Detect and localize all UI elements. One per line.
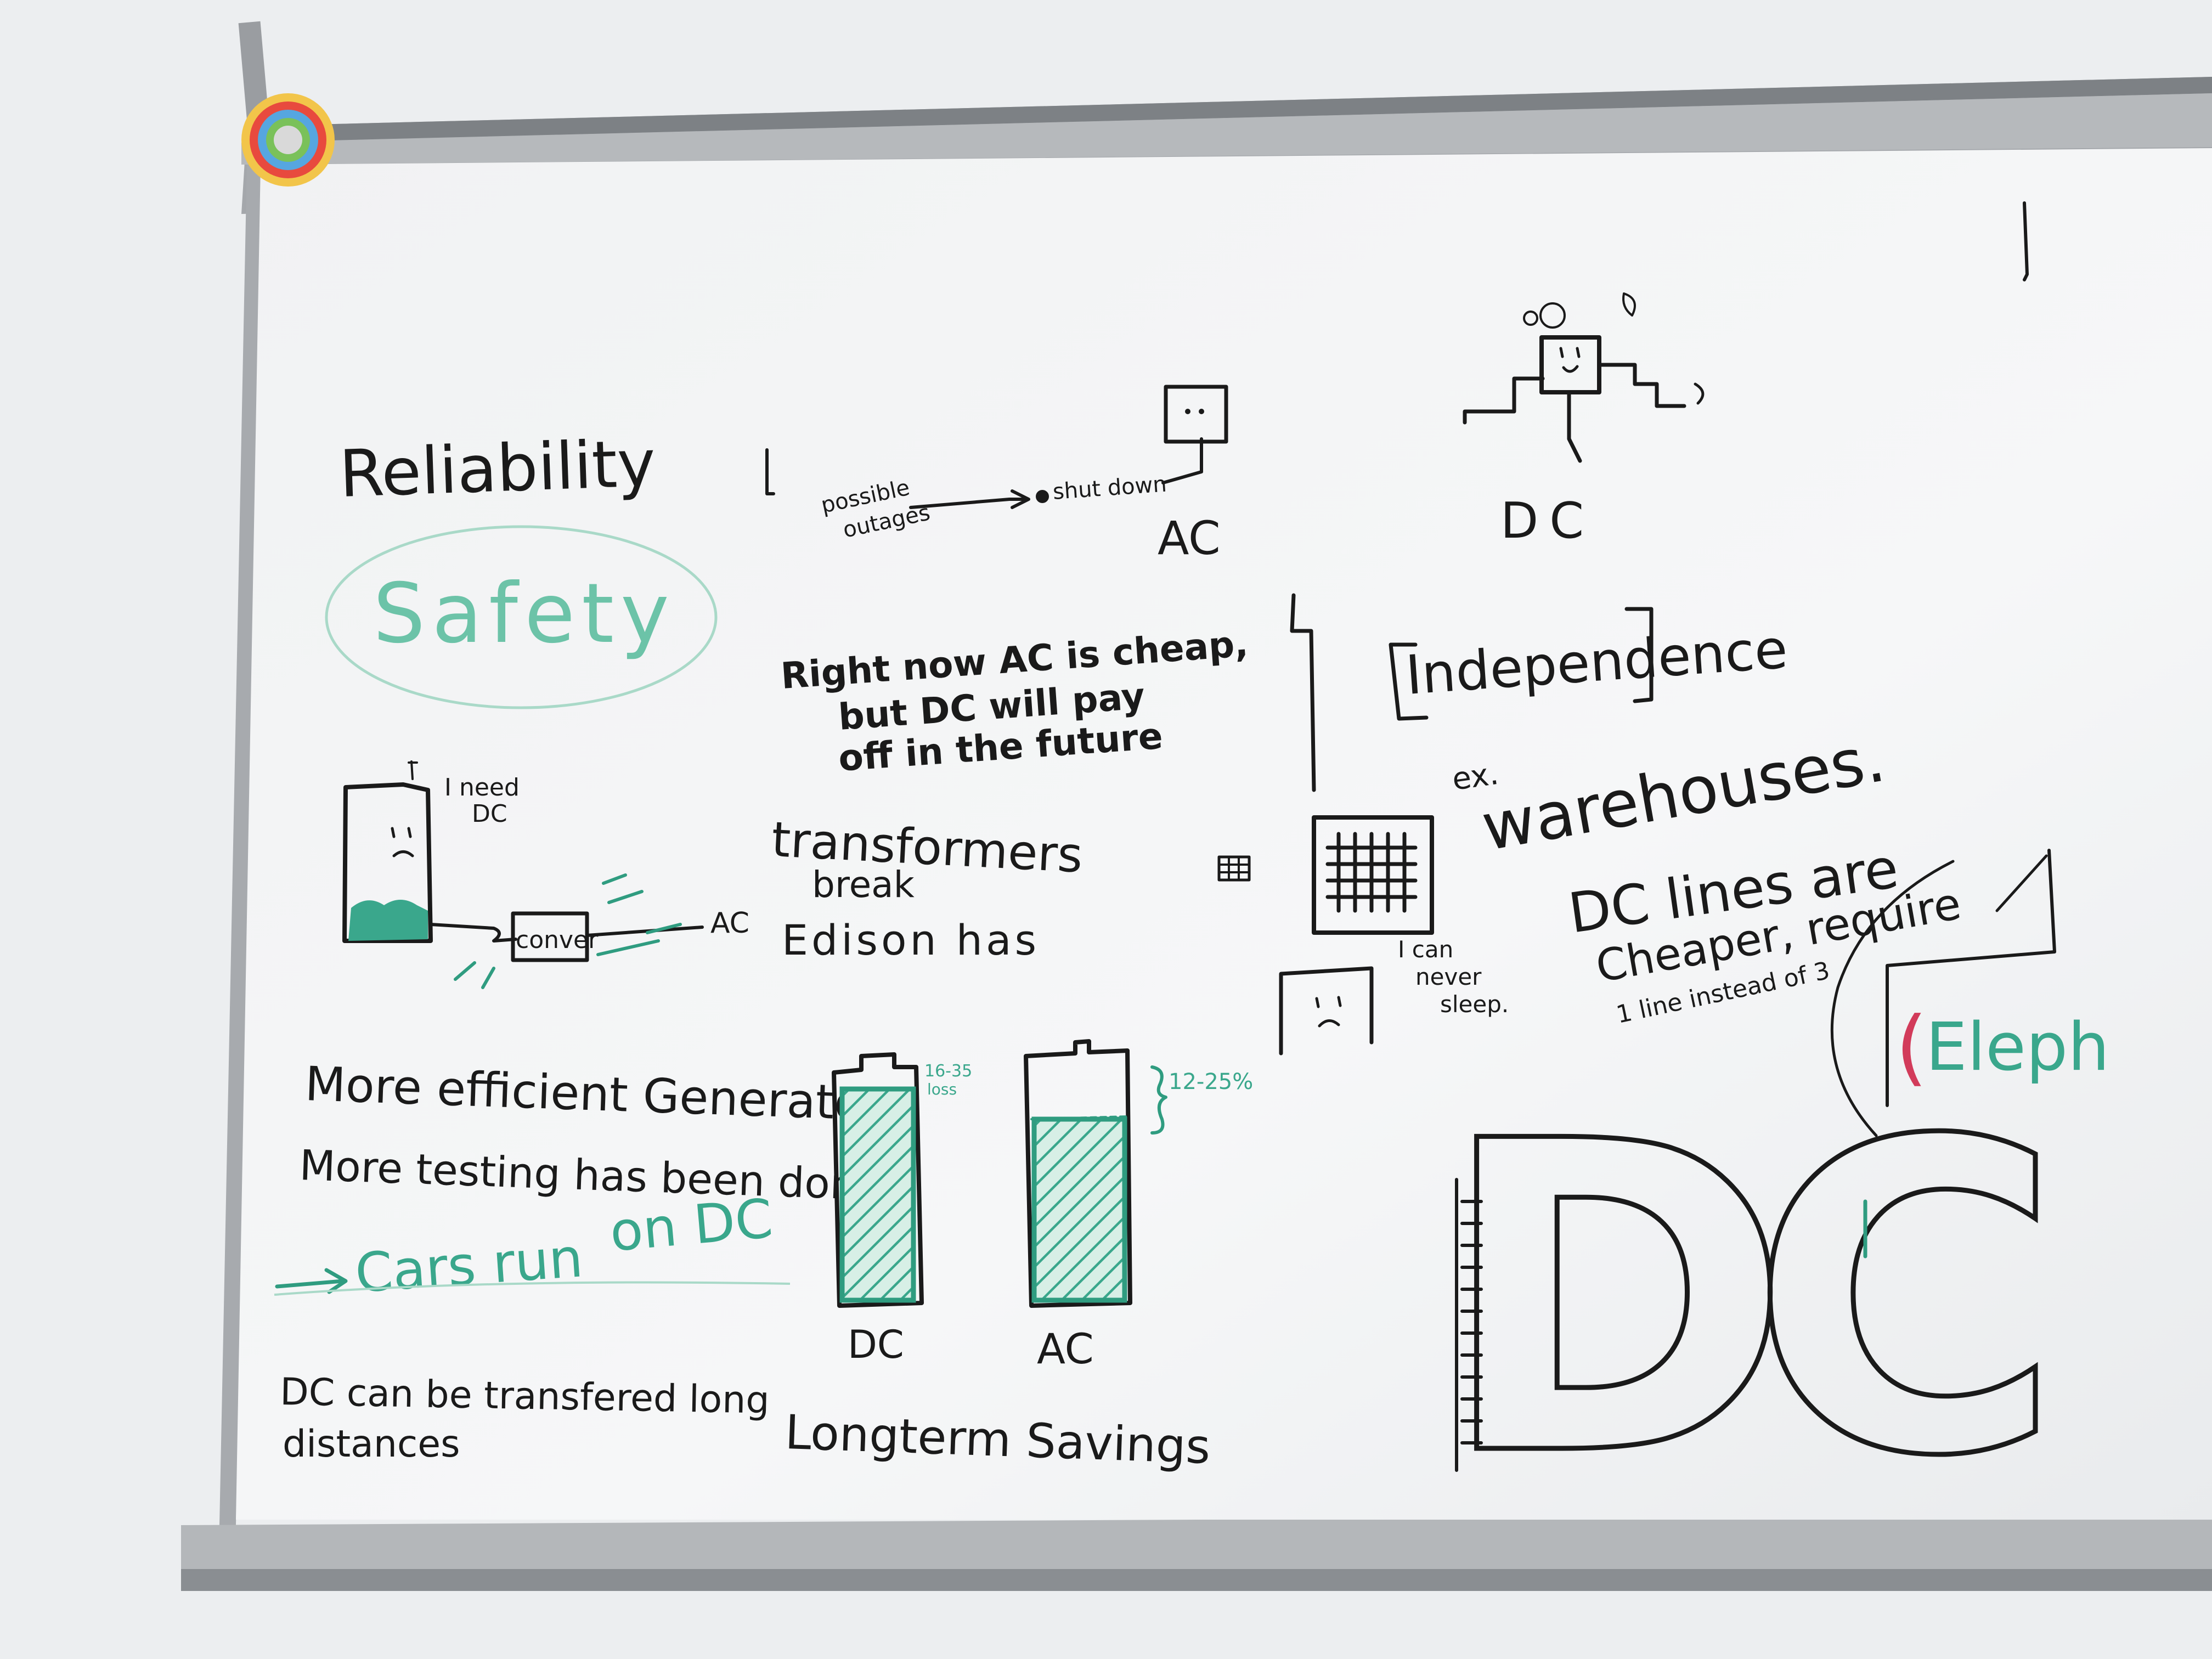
ac-loss: 12-25% <box>1169 1069 1253 1094</box>
elephant-frame <box>1830 201 2056 1137</box>
dc-loss-2: loss <box>927 1080 957 1098</box>
outage-sketch <box>765 385 1228 509</box>
safety-circle <box>325 525 718 709</box>
independence-bracket-right <box>1624 607 1654 703</box>
never-sleep-3: sleep. <box>1440 991 1509 1018</box>
cars-underline <box>274 1281 791 1296</box>
warehouse-grid-sketch <box>1217 815 1434 935</box>
battery-ac-label: AC <box>1037 1324 1094 1373</box>
converter-text: conver <box>516 926 599 954</box>
safety-text: Safety <box>373 566 676 662</box>
board-surface <box>236 148 2212 1520</box>
dc-loss-1: 16-35 <box>924 1062 972 1081</box>
marker-magnet-icon <box>238 21 335 187</box>
vertical-divider <box>1290 593 1316 792</box>
phone-converter-sketch <box>342 760 704 989</box>
dc-battery-sketch <box>832 1052 924 1308</box>
independence-bracket-left <box>1389 642 1429 721</box>
arrow-icon <box>275 1268 348 1294</box>
elephant-text: Eleph <box>1926 1009 2109 1086</box>
break-text: break <box>812 864 915 906</box>
dc-character-sketch <box>1463 292 1705 463</box>
on-dc-text: on DC <box>607 1187 775 1263</box>
never-sleep-1: I can <box>1398 936 1453 963</box>
ac-battery-sketch <box>1024 1039 1167 1308</box>
reliability-text: Reliability <box>338 425 657 512</box>
ac-label-mid: AC <box>710 907 749 940</box>
dc-label-top: DC <box>1500 492 1595 550</box>
big-dc-letters: DC <box>1435 1049 2083 1552</box>
battery-dc-label: DC <box>848 1322 904 1367</box>
warehouses-prefix: ex. <box>1450 756 1501 798</box>
long-distance-1: DC can be transfered long <box>280 1370 770 1423</box>
never-sleep-2: never <box>1415 963 1482 990</box>
elephant-c: ( <box>1895 1000 1928 1095</box>
long-distance-2: distances <box>283 1423 460 1466</box>
ac-label-top: AC <box>1158 511 1221 565</box>
edison-text: Edison has <box>782 916 1040 964</box>
sleepless-box-sketch <box>1279 966 1374 1056</box>
need-dc-2: DC <box>472 800 507 828</box>
svg-text:DC: DC <box>1437 1051 2036 1549</box>
need-dc-1: I need <box>444 774 520 802</box>
